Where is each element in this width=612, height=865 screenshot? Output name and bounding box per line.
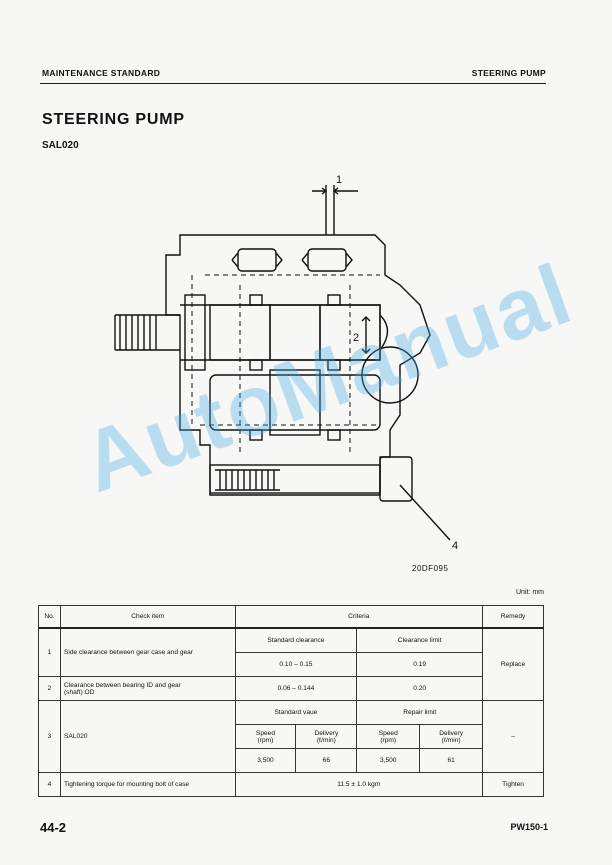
limit-value: 0.20 bbox=[356, 676, 484, 701]
header-section: MAINTENANCE STANDARD bbox=[42, 68, 161, 78]
repair-limit-label: Repair limit bbox=[356, 700, 484, 725]
limit-speed-label: Speed(rpm) bbox=[356, 724, 421, 749]
table-row: 1 Side clearance between gear case and g… bbox=[38, 627, 544, 701]
std-value-label: Standard vaue bbox=[234, 700, 358, 725]
header-remedy: Remedy bbox=[482, 605, 544, 629]
remedy-dash: – bbox=[482, 700, 544, 773]
remedy-replace: Replace bbox=[482, 627, 544, 701]
pump-cross-section-drawing: 1 2 4 bbox=[114, 174, 458, 552]
row-item: SAL020 bbox=[59, 700, 236, 773]
row-no: 3 bbox=[38, 700, 61, 773]
header-rule bbox=[40, 83, 546, 84]
limit-speed: 3,500 bbox=[356, 748, 421, 773]
header-check-item: Check item bbox=[59, 605, 236, 629]
unit-note: Unit: mm bbox=[516, 589, 544, 596]
header-topic: STEERING PUMP bbox=[471, 68, 546, 78]
table-row: 3 SAL020 Standard vaue Repair limit – bbox=[38, 700, 544, 773]
row-no: 2 bbox=[38, 676, 61, 701]
row-item: Side clearance between gear case and gea… bbox=[59, 627, 236, 677]
std-speed: 3,500 bbox=[234, 748, 297, 773]
clearance-limit-label: Clearance limit bbox=[356, 627, 484, 653]
std-delivery: 66 bbox=[295, 748, 358, 773]
row-item: Tightening torque for mounting bolt of c… bbox=[59, 772, 236, 797]
callout-4: 4 bbox=[452, 540, 458, 552]
limit-delivery-label: Delivery(ℓ/min) bbox=[419, 724, 484, 749]
callout-2: 2 bbox=[353, 332, 359, 344]
torque-value: 11.5 ± 1.0 kgm bbox=[234, 772, 484, 797]
table-row: 0.10 – 0.15 0.19 bbox=[39, 652, 544, 677]
table-row: 4 Tightening torque for mounting bolt of… bbox=[38, 772, 544, 797]
row-no: 4 bbox=[38, 772, 61, 797]
row-no: 1 bbox=[38, 627, 61, 677]
page-number: 44-2 bbox=[40, 820, 67, 835]
std-value: 0.06 – 0.144 bbox=[234, 676, 358, 701]
header-no: No. bbox=[38, 605, 61, 629]
limit-delivery: 61 bbox=[419, 748, 484, 773]
model-subtitle: SAL020 bbox=[42, 140, 79, 151]
table-header-row: No. Check item Criteria Remedy bbox=[38, 605, 544, 629]
row-item-line1: Clearance between bearing ID and gear bbox=[63, 681, 181, 689]
callout-1: 1 bbox=[336, 174, 342, 186]
remedy-tighten: Tighten bbox=[482, 772, 544, 797]
std-clearance-label: Standard clearance bbox=[234, 627, 358, 653]
row-item-line2: (shaft) OD bbox=[63, 688, 95, 696]
footer-model: PW150-1 bbox=[510, 822, 548, 832]
page-title: STEERING PUMP bbox=[42, 111, 185, 128]
std-speed-label: Speed(rpm) bbox=[234, 724, 297, 749]
header-criteria: Criteria bbox=[234, 605, 484, 629]
table-row: 2 Clearance between bearing ID and gear(… bbox=[38, 676, 544, 701]
row-item: Clearance between bearing ID and gear(sh… bbox=[59, 676, 236, 701]
std-delivery-label: Delivery(ℓ/min) bbox=[295, 724, 358, 749]
limit-value: 0.19 bbox=[356, 652, 484, 677]
std-value: 0.10 – 0.15 bbox=[234, 652, 358, 677]
figure-code: 20DF095 bbox=[412, 564, 449, 573]
maintenance-standard-table: No. Check item Criteria Remedy 1 Side cl… bbox=[38, 605, 544, 797]
